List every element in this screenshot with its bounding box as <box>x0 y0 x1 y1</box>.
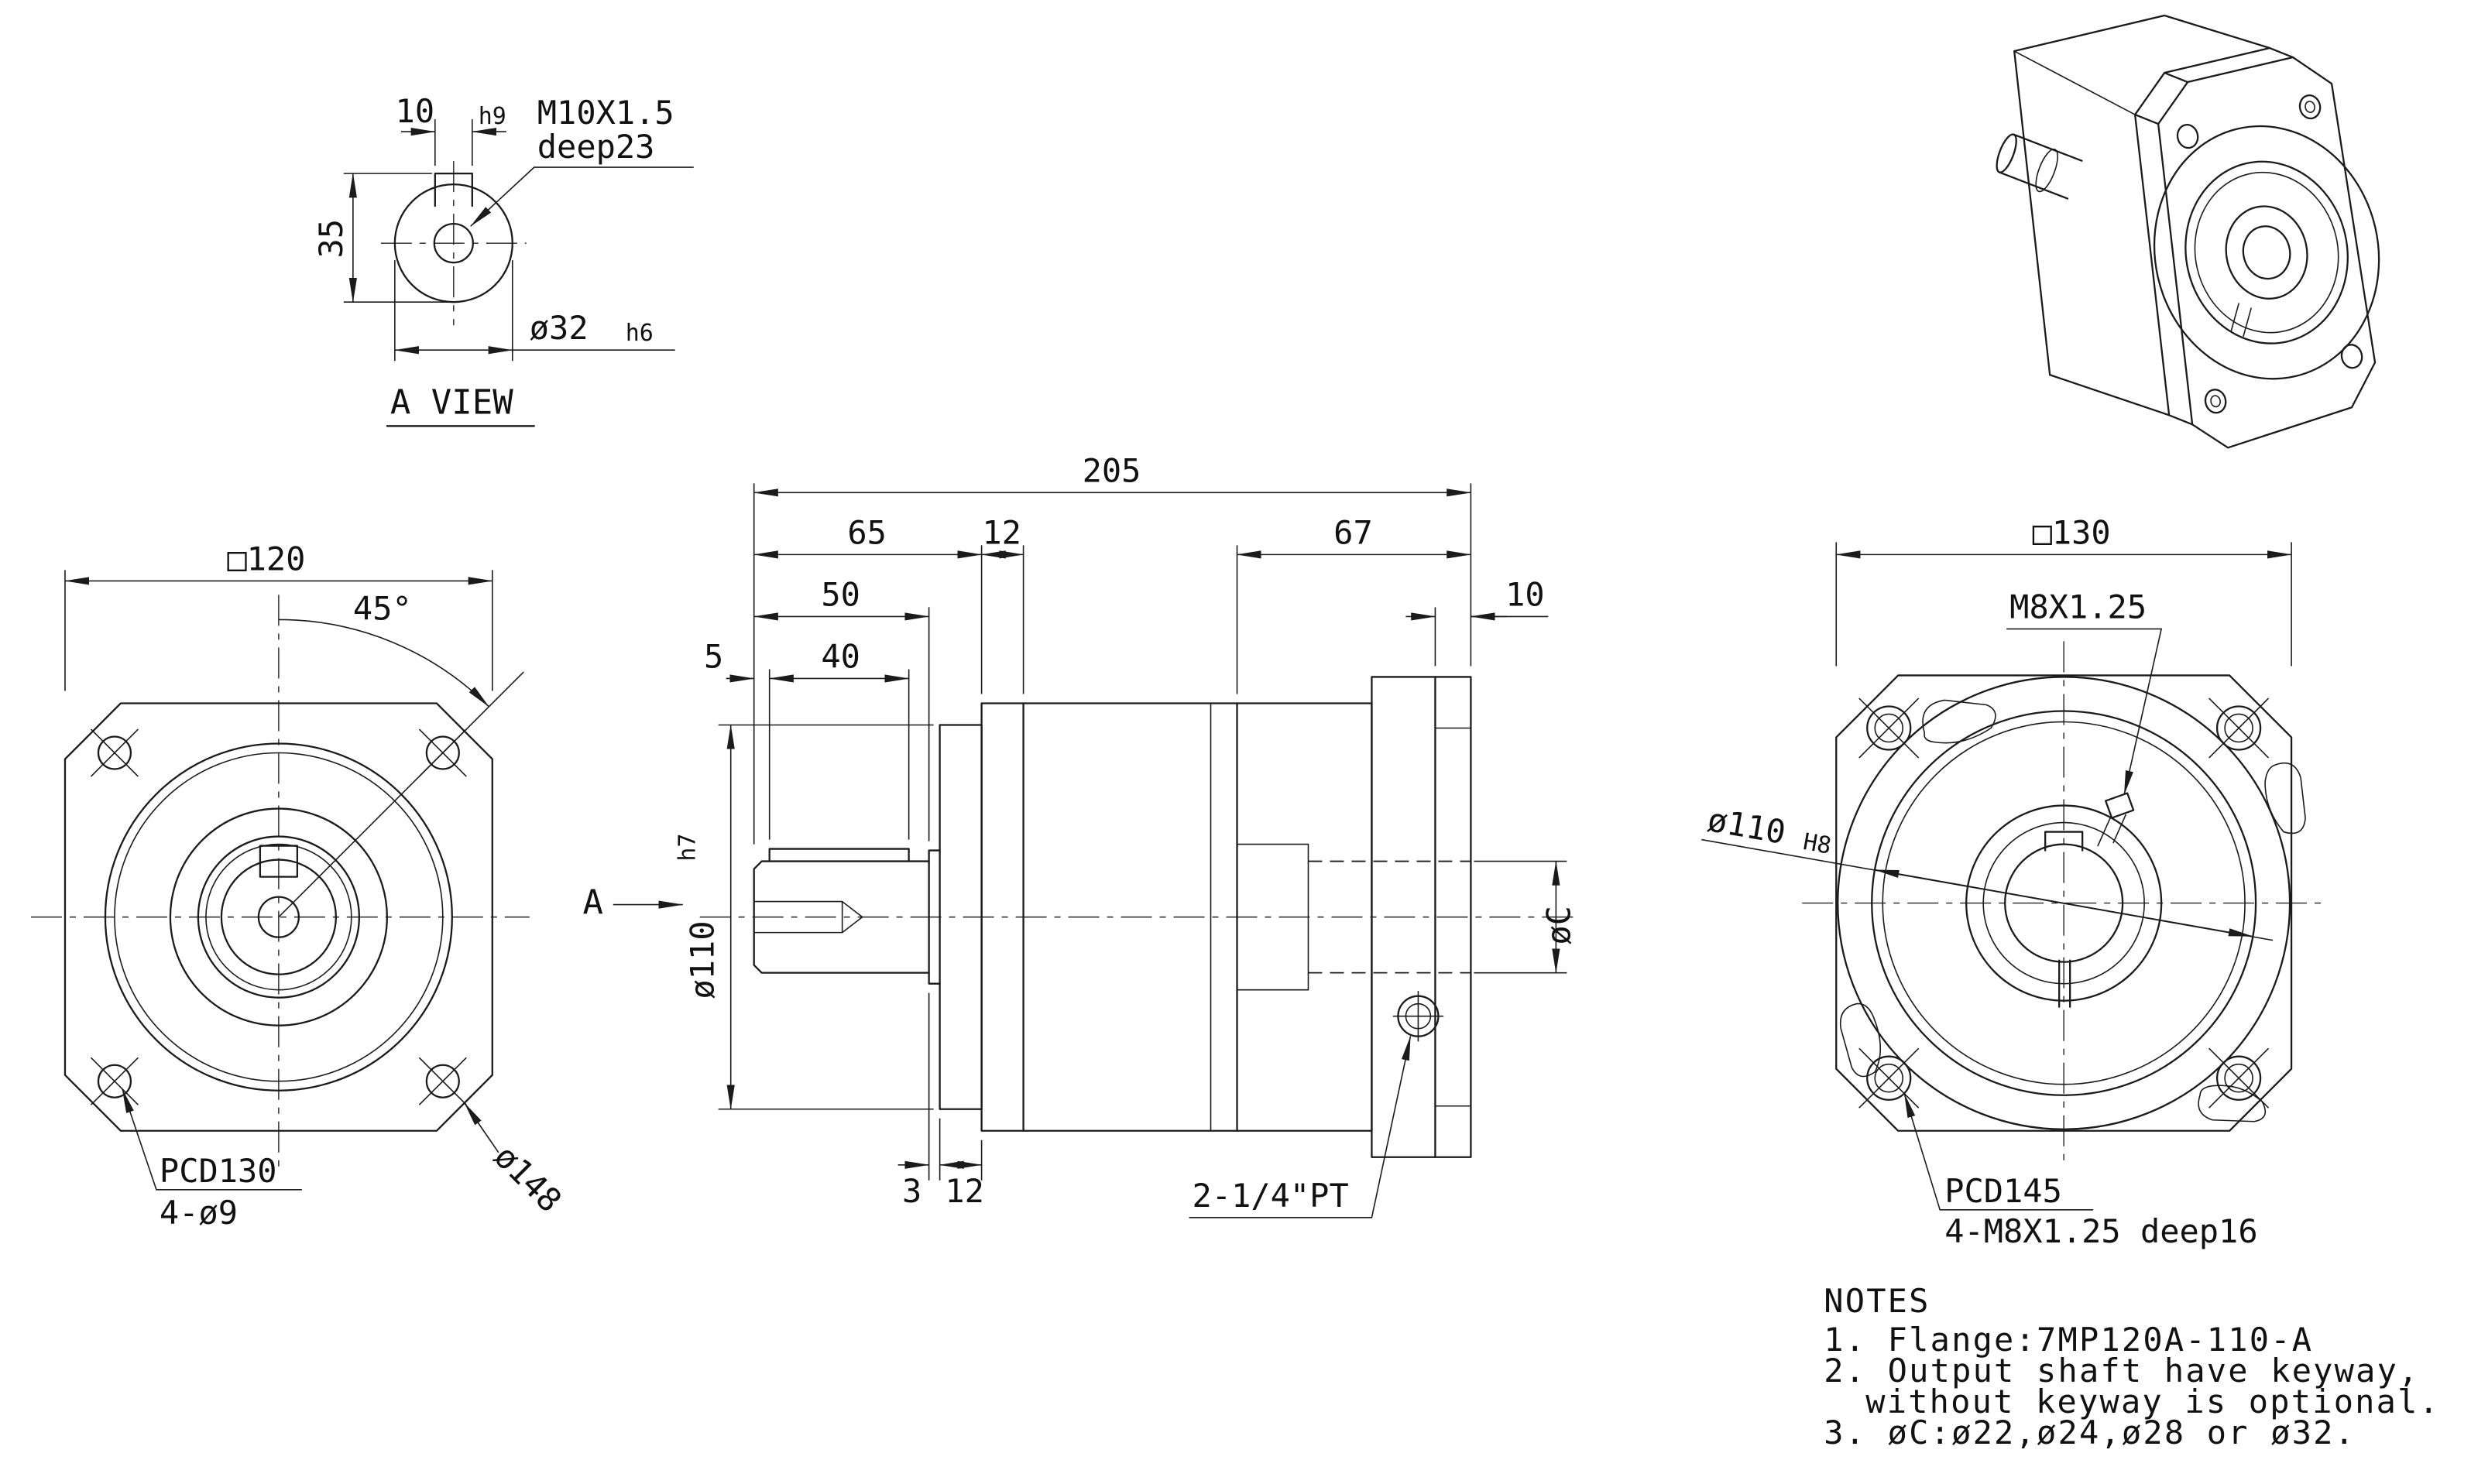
dim-front-length: 65 <box>847 513 887 551</box>
dim-pilot-dia: ø110 <box>684 920 722 999</box>
pcd145-label: PCD145 <box>1944 1172 2062 1210</box>
note-2-cont: without keyway is optional. <box>1865 1383 2440 1421</box>
tap-callout-line1: M10X1.5 <box>537 94 674 132</box>
dim-shaft-dia: ø32 <box>530 309 589 347</box>
dim-shaft-height: 35 <box>312 219 350 259</box>
dim-keyway-tolerance: h9 <box>479 103 506 130</box>
pcd130-label: PCD130 <box>160 1152 277 1190</box>
back-view: □130 M8X1.25 ø110 H8 PCD145 4-M8X1.25 de… <box>1701 513 2326 1250</box>
back-holes-label: 4-M8X1.25 deep16 <box>1944 1212 2257 1250</box>
dim-back-pilot-tolerance: H8 <box>1801 828 1834 860</box>
dim-keyway-width: 10 <box>396 92 435 130</box>
dim-boss-thickness: 12 <box>945 1172 984 1210</box>
dim-back-square: □130 <box>2033 513 2111 551</box>
dim-ring-length: 12 <box>982 513 1021 551</box>
dim-key-offset: 5 <box>704 637 723 675</box>
note-1: 1. Flange:7MP120A-110-A <box>1824 1321 2313 1359</box>
port-callout: 2-1/4"PT <box>1193 1177 1349 1215</box>
back-tap-label: M8X1.25 <box>2009 588 2147 625</box>
notes-block: NOTES 1. Flange:7MP120A-110-A 2. Output … <box>1824 1282 2440 1451</box>
dim-front-square: □120 <box>227 540 305 577</box>
side-view: 205 65 12 67 50 10 5 40 ø110 h7 A <box>583 451 1580 1218</box>
dim-key-length: 40 <box>821 637 860 675</box>
dim-step: 3 <box>902 1172 921 1210</box>
front-view: □120 45° PCD130 4-ø9 ø148 <box>30 540 569 1232</box>
view-arrow-label: A <box>583 883 603 923</box>
isometric-view <box>1996 14 2380 449</box>
a-view-detail: 10 h9 M10X1.5 deep23 35 ø32 h6 A VIEW <box>312 92 694 427</box>
notes-heading: NOTES <box>1824 1282 1930 1320</box>
dim-shaft-dia-tolerance: h6 <box>626 320 654 347</box>
a-view-label: A VIEW <box>390 382 513 422</box>
note-2: 2. Output shaft have keyway, <box>1824 1352 2419 1390</box>
dim-rear-length: 67 <box>1333 513 1373 551</box>
dim-back-pilot-dia: ø110 <box>1705 800 1789 852</box>
dim-total-length: 205 <box>1083 451 1141 489</box>
dim-shaft-length: 50 <box>821 575 860 613</box>
dim-flange-thickness: 10 <box>1505 575 1545 613</box>
dim-bore-c: øC <box>1539 906 1577 945</box>
note-3: 3. øC:ø22,ø24,ø28 or ø32. <box>1824 1414 2356 1451</box>
dim-outer-dia: ø148 <box>487 1137 569 1219</box>
front-holes-label: 4-ø9 <box>160 1194 238 1232</box>
dim-bolt-angle: 45° <box>353 589 412 627</box>
tap-callout-line2: deep23 <box>537 128 655 166</box>
dim-pilot-tolerance: h7 <box>674 833 702 861</box>
